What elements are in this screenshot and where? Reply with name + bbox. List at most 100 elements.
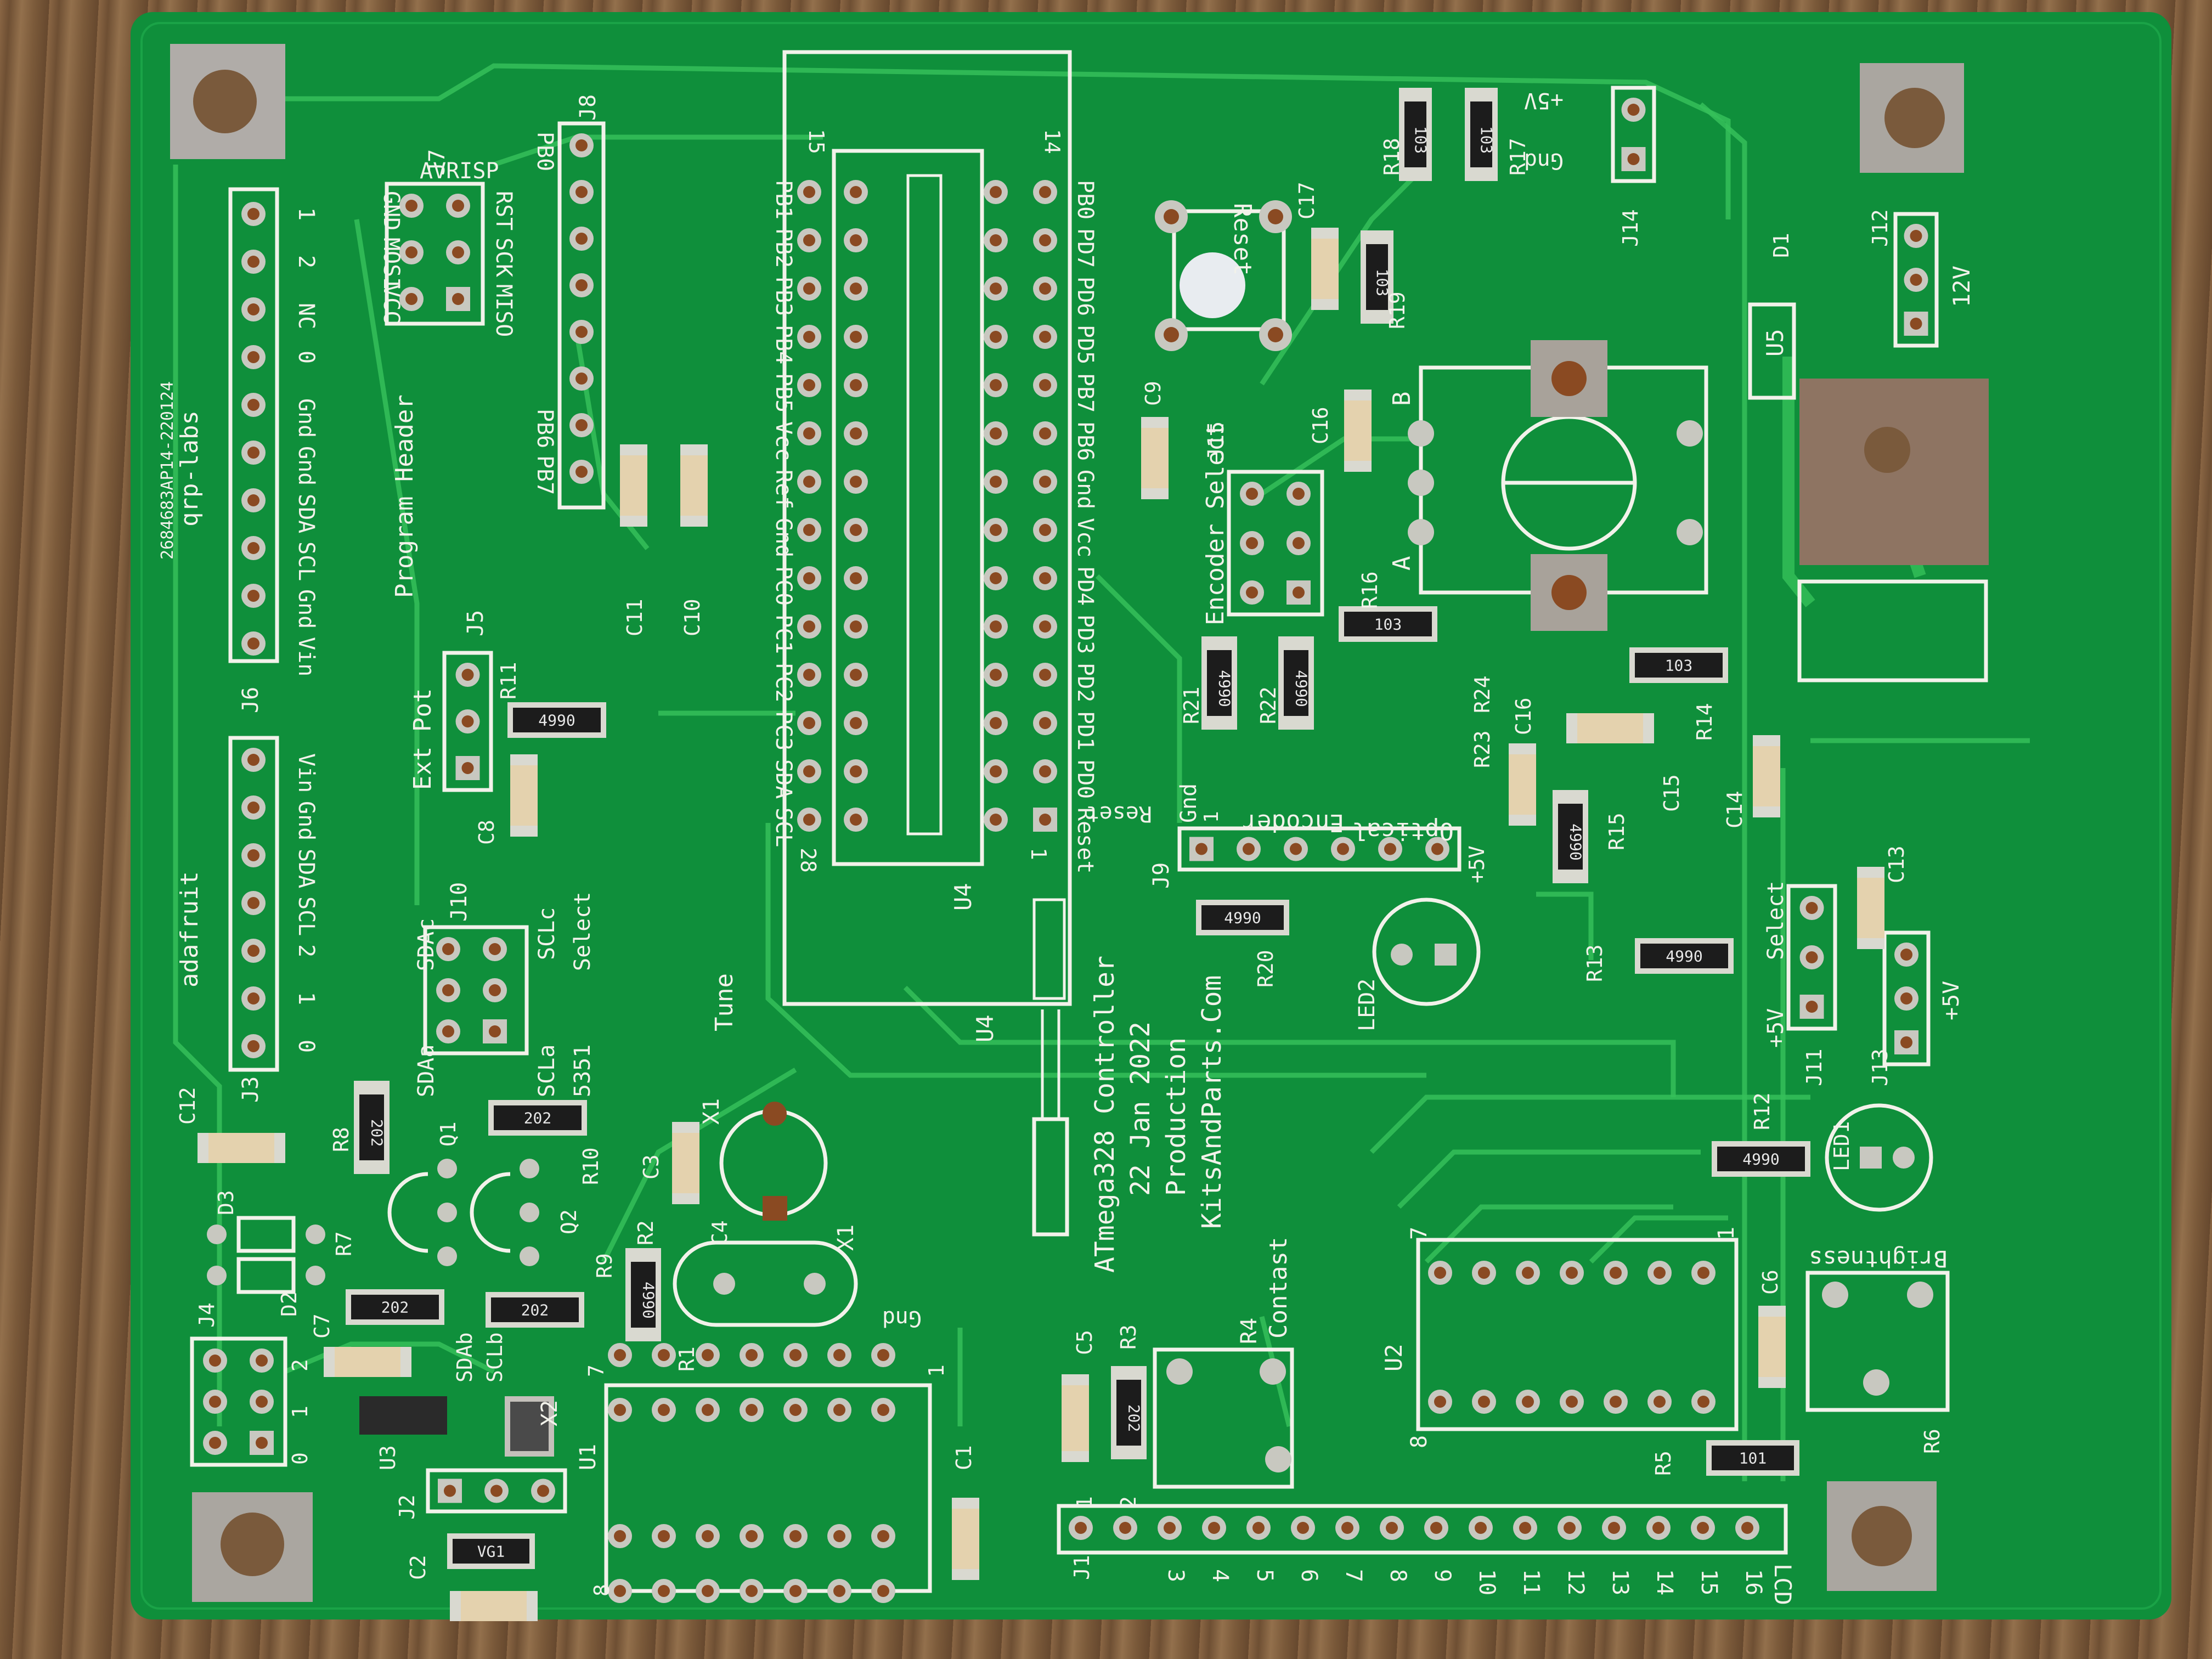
pad-hole [1039,379,1051,391]
r20-label: R20 [1254,950,1278,988]
smd-end [1062,1451,1089,1462]
title-line-1: ATmega328 Controller [1090,956,1120,1273]
pad-hole [1652,1522,1664,1534]
pad-hole [1039,427,1051,439]
u4-right-pin-label: Reset [1073,808,1098,873]
optical-label: Optical [1352,817,1454,845]
brand-label: qrp-labs [176,410,204,527]
ext-pot-label: Ext Pot [409,689,437,790]
resistor-code: 103 [1412,126,1430,154]
smd-end [1311,228,1339,239]
pad-hole [1252,1522,1265,1534]
pad-hole [1243,843,1255,855]
pad-hole [746,1585,758,1597]
smd-capacitor [620,444,647,527]
j8-pin-label: PB7 [532,455,557,495]
pad-hole [575,186,588,198]
pad-hole [1039,524,1051,536]
j7-right-pin-label: RST [491,191,516,230]
pad-hole [803,620,815,633]
pad-hole [1164,1522,1176,1534]
resistor-code: 4990 [1742,1150,1779,1169]
5351-label: 5351 [570,1045,595,1097]
tune-label: Tune [710,973,738,1031]
u4-ref-upper: U4 [950,883,977,911]
pad-hole [803,186,815,198]
crystal-x1 [673,1102,858,1327]
smd-resistor [1404,101,1426,167]
pad-hole [1246,586,1258,599]
u2-pin7: 7 [1407,1227,1432,1240]
smd-end [274,1133,285,1163]
sclb-label: SCLb [483,1332,507,1383]
lcd-pin-number: 14 [1652,1569,1677,1595]
j3-ref: J3 [238,1076,263,1103]
pad-hole [1039,620,1051,633]
j14-plus5v-label: +5V [1524,88,1564,113]
smd-capacitor [1509,743,1536,826]
sdac-label: SDAc [414,918,439,971]
pad-hole [803,379,815,391]
u2-pin1: 1 [1714,1227,1739,1240]
pad-hole [1910,274,1922,286]
pad-hole [850,427,862,439]
pad-hole [1654,1396,1666,1408]
pad-hole [1434,1267,1446,1279]
pad-hole [209,1355,221,1367]
smd-end [198,1133,208,1163]
smd-capacitor [672,1122,699,1204]
lcd-pin-number: 6 [1296,1569,1322,1582]
board-id-code: 2684683AP14-220124 [158,381,177,560]
pad-hole [1519,1522,1531,1534]
pad-hole [247,897,259,909]
u4-right-pin-label: PD4 [1073,566,1098,606]
c14-label: C14 [1723,791,1747,828]
j3-pin-label: 1 [294,992,319,1005]
u3-and-x2 [359,1396,554,1457]
pad-hole [575,326,588,338]
lcd-pin-number: 8 [1385,1569,1410,1582]
pad-hole [247,256,259,268]
pad-hole [702,1404,714,1416]
pad-hole [803,717,815,729]
smd-resistor [1201,905,1284,930]
pad-hole [1522,1267,1534,1279]
pad-hole [658,1349,670,1361]
smd-resistor [1470,101,1492,167]
reset-switch-label: Reset [1228,203,1256,275]
lcd-pin-number: 11 [1519,1569,1544,1595]
pad-hole [1610,1396,1622,1408]
pad-hole [833,1349,845,1361]
rotary-encoder-footprint [1408,340,1708,631]
resistor-code: 103 [1665,657,1693,675]
pad-hole [1039,186,1051,198]
pad-hole [1627,153,1640,165]
pad-hole [1208,1522,1220,1534]
smd-end [527,1591,538,1621]
pad-hole [1608,1522,1620,1534]
pad-hole [256,1355,268,1367]
smd-capacitor [1566,713,1654,743]
lcd-pin-number: 13 [1607,1569,1633,1595]
r4-label: R4 [1237,1318,1262,1344]
pad-hole [247,494,259,506]
pad-hole [990,283,1002,295]
smd-end [450,1591,461,1621]
smd-resistor [1635,653,1723,678]
pad-hole [1805,902,1818,914]
pad-hole [405,200,417,212]
pad-hole [850,765,862,777]
pad-hole [1039,234,1051,246]
c16-label-mid: C16 [1511,697,1536,735]
r21-label: R21 [1180,686,1204,724]
resistor-code: 4990 [1224,909,1261,927]
pad-hole [1386,1522,1398,1534]
smd-end [1643,713,1654,743]
j6-pin-label: Vin [294,637,319,676]
pad-hole [702,1530,714,1542]
j7-ref: J7 [425,149,450,176]
sclc-label: SCLc [534,907,560,960]
pad-hole [1039,717,1051,729]
